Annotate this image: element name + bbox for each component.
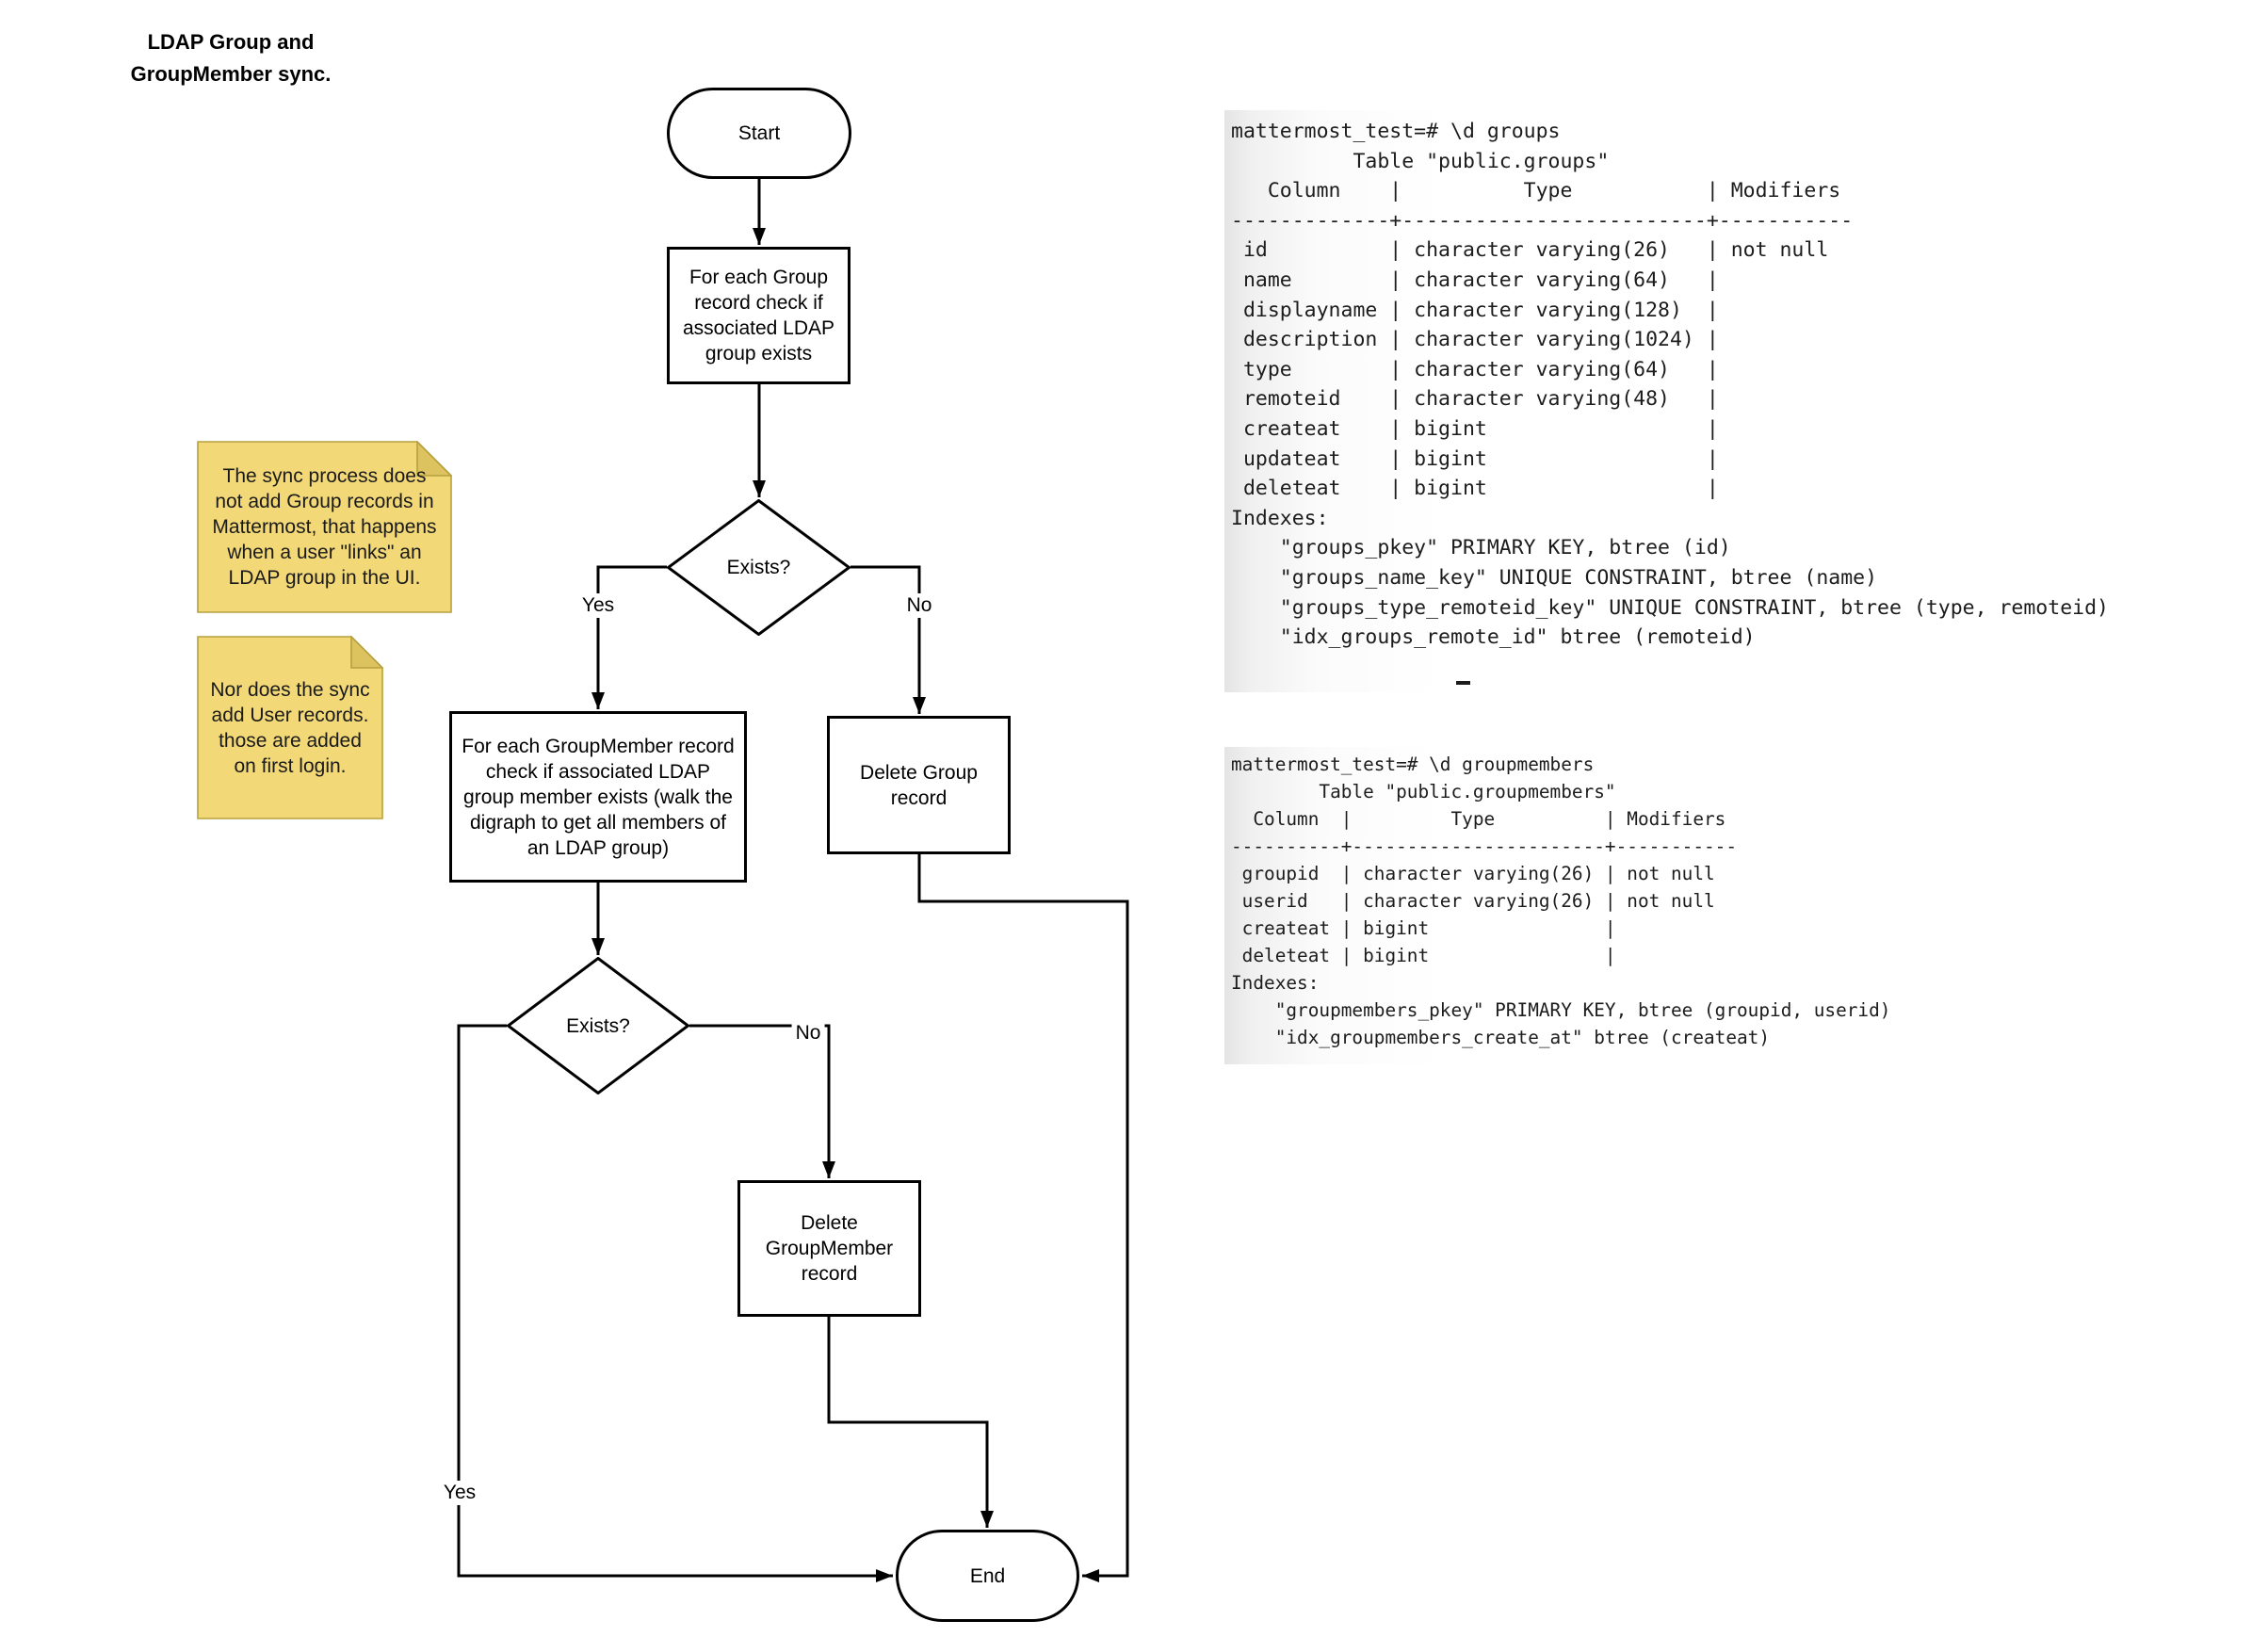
page-title: LDAP Group and GroupMember sync. [130, 30, 332, 86]
sticky-note-user-records: Nor does the sync add User records. thos… [197, 636, 383, 819]
sticky-note-text: Nor does the sync add User records. thos… [210, 678, 370, 777]
terminal-cursor [1456, 681, 1470, 685]
node-check-group: For each Group record check if associate… [667, 247, 850, 384]
edge-label-yes: Yes [577, 593, 619, 618]
edge-deletegroup-to-end [917, 854, 1129, 1582]
edge-label-no: No [902, 593, 936, 618]
psql-groupmembers-table-output: mattermost_test=# \d groupmembers Table … [1224, 747, 1890, 1064]
psql-groups-table-output: mattermost_test=# \d groups Table "publi… [1224, 110, 2109, 692]
decision-label: Exists? [566, 1014, 630, 1037]
decision-label: Exists? [726, 557, 791, 578]
node-start: Start [667, 88, 851, 179]
diamond-shape [667, 499, 850, 636]
note-fold-icon [350, 636, 383, 669]
edge-deletemember-to-end [827, 1317, 994, 1528]
sticky-note-text: The sync process does not add Group reco… [212, 465, 437, 589]
node-exists-groupmember: Exists? [507, 957, 689, 1094]
sticky-note-shape [197, 636, 383, 819]
node-delete-group: Delete Group record [827, 716, 1011, 854]
node-check-groupmember: For each GroupMember record check if ass… [449, 711, 747, 883]
edge-label-no: No [791, 1021, 825, 1045]
sticky-note-group-sync: The sync process does not add Group reco… [197, 441, 452, 613]
edge-label-yes: Yes [439, 1481, 480, 1505]
diamond-shape [507, 957, 689, 1094]
edge-exists1-yes [591, 565, 667, 709]
edge-exists2-no [689, 1024, 835, 1178]
node-delete-groupmember: Delete GroupMember record [737, 1180, 921, 1317]
sticky-note-shape [197, 441, 452, 613]
node-exists-group: Exists? [667, 499, 850, 636]
note-fold-icon [416, 441, 452, 477]
node-end: End [896, 1530, 1079, 1622]
edge-exists1-no [850, 565, 926, 714]
